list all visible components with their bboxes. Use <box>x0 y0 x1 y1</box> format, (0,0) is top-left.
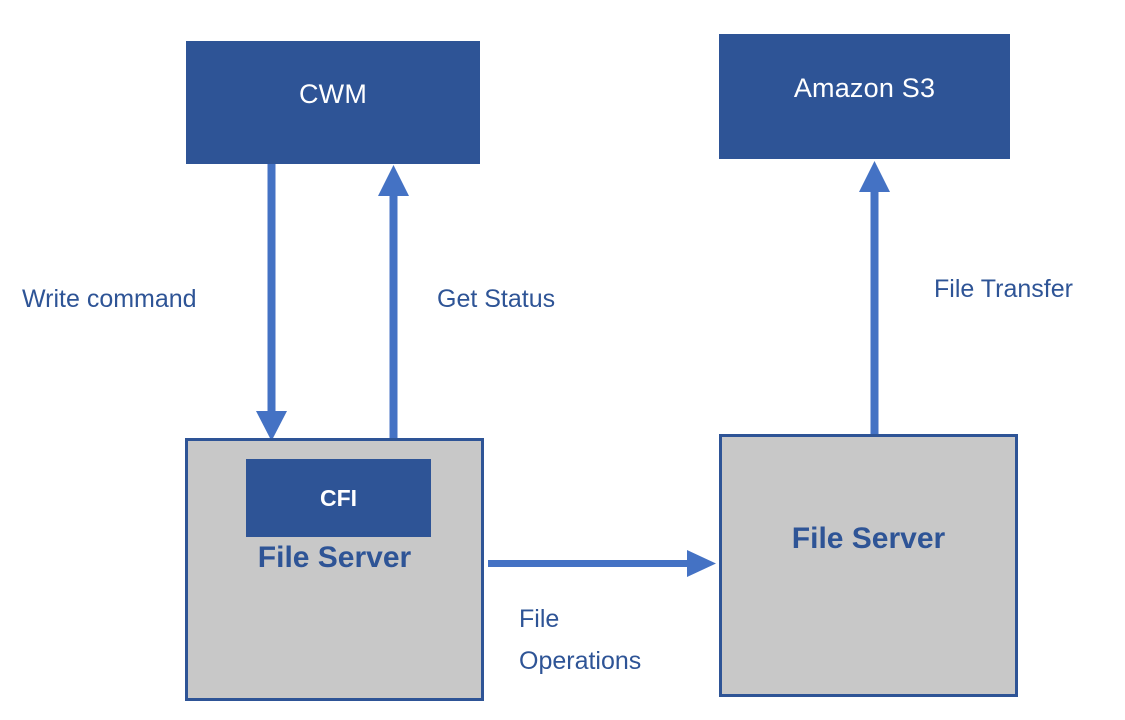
node-cfi-label: CFI <box>319 484 358 511</box>
node-file-server-left[interactable]: CFI File Server <box>185 438 484 701</box>
edge-label-file-operations-line1: File <box>519 605 560 633</box>
edge-label-get-status: Get Status <box>437 285 556 313</box>
node-cwm-label: CWM <box>298 79 368 109</box>
edge-label-file-operations: File Operations <box>519 598 679 682</box>
node-cfi[interactable]: CFI <box>246 459 431 537</box>
node-amazon-s3-label: Amazon S3 <box>793 73 936 103</box>
edge-label-file-operations-line2: Operations <box>519 647 642 675</box>
arrow-file-transfer <box>859 161 890 440</box>
node-amazon-s3[interactable]: Amazon S3 <box>719 34 1010 159</box>
node-file-server-left-label: File Server <box>257 541 412 574</box>
node-file-server-right[interactable]: File Server <box>719 434 1018 697</box>
arrow-get-status <box>378 165 409 455</box>
node-file-server-right-label: File Server <box>791 521 946 555</box>
edge-label-write-command: Write command <box>22 285 197 313</box>
arrow-write-command <box>256 164 287 441</box>
arrow-file-operations <box>488 550 716 577</box>
edge-label-file-transfer: File Transfer <box>934 275 1073 303</box>
node-cwm[interactable]: CWM <box>186 41 480 164</box>
